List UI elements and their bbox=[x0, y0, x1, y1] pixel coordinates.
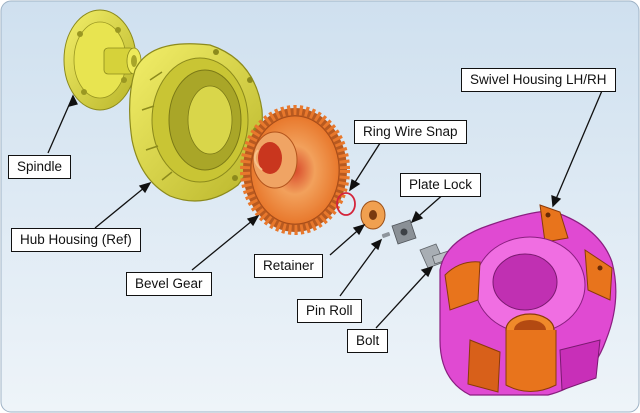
plate-lock-part bbox=[391, 219, 417, 245]
label-swivel-housing: Swivel Housing LH/RH bbox=[461, 68, 616, 92]
label-pin-roll: Pin Roll bbox=[297, 299, 362, 323]
label-bolt: Bolt bbox=[347, 329, 389, 353]
label-hub-housing: Hub Housing (Ref) bbox=[11, 228, 141, 252]
label-ring-wire-snap: Ring Wire Snap bbox=[354, 120, 467, 144]
label-retainer: Retainer bbox=[254, 254, 324, 278]
label-bevel-gear: Bevel Gear bbox=[126, 272, 212, 296]
swivel-housing-part bbox=[439, 204, 617, 396]
spindle-part bbox=[63, 9, 142, 111]
pin-roll-part bbox=[381, 232, 391, 238]
retainer-part bbox=[360, 200, 386, 230]
ring-wire-snap-part bbox=[336, 192, 356, 216]
label-spindle: Spindle bbox=[8, 155, 72, 179]
hub-housing-part bbox=[129, 43, 263, 202]
bevel-gear-part bbox=[240, 105, 350, 235]
label-plate-lock: Plate Lock bbox=[400, 173, 482, 197]
leader-lines bbox=[47, 85, 605, 329]
